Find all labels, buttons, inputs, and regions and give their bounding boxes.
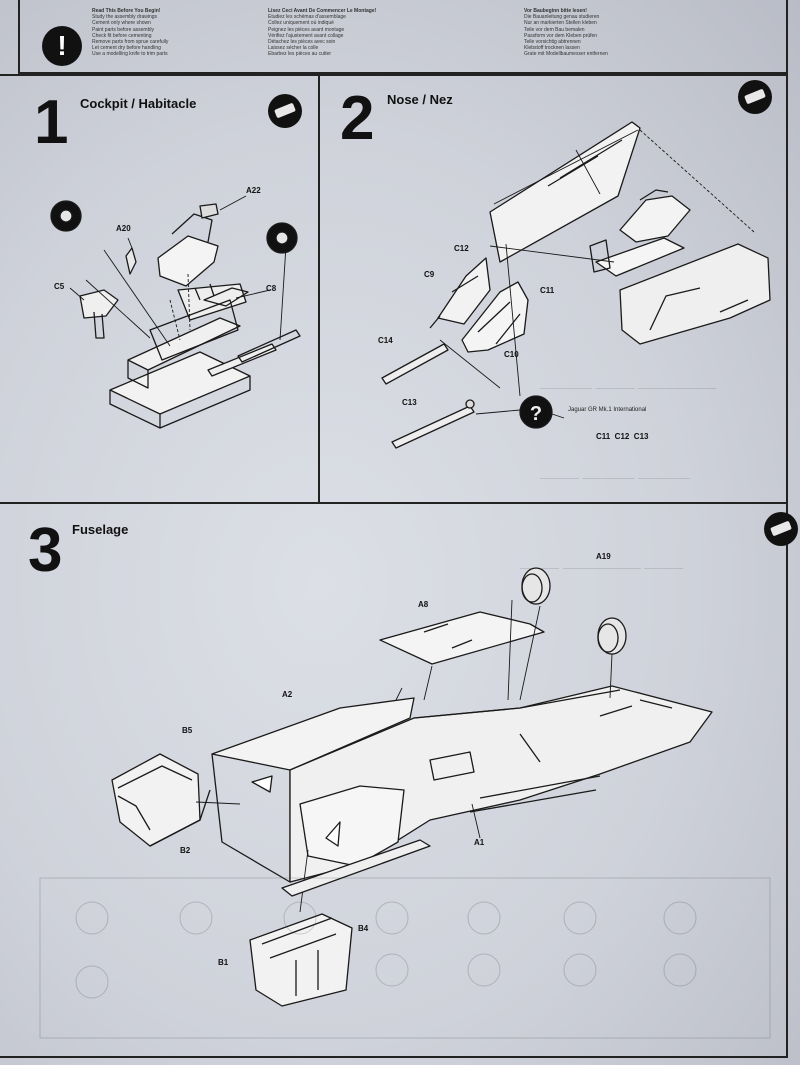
part-label: A22 bbox=[246, 186, 261, 195]
part-label: C14 bbox=[378, 336, 393, 345]
show-through-text: ——— —————— ——— bbox=[520, 560, 684, 575]
part-label: A20 bbox=[116, 224, 131, 233]
part-label: C10 bbox=[504, 350, 519, 359]
part-label: C9 bbox=[424, 270, 435, 279]
cement-tube-icon bbox=[268, 94, 302, 128]
svg-text:?: ? bbox=[530, 403, 542, 425]
part-label: B5 bbox=[182, 726, 193, 735]
step-title: Nose / Nez bbox=[387, 92, 453, 107]
notes-french: Lisez Ceci Avant De Commencer Le Montage… bbox=[268, 8, 377, 58]
part-label: A19 bbox=[596, 552, 611, 561]
show-through-text: ———— ——— —————— bbox=[540, 380, 717, 395]
step-number: 3 bbox=[28, 516, 63, 585]
part-label: C5 bbox=[54, 282, 65, 291]
step-number: 1 bbox=[34, 88, 69, 157]
part-label: C13 bbox=[402, 398, 417, 407]
step-3-panel bbox=[0, 502, 788, 1058]
part-label: A2 bbox=[282, 690, 293, 699]
step-title: Fuselage bbox=[72, 522, 129, 537]
part-label: C8 bbox=[266, 284, 277, 293]
exclamation-icon: ! bbox=[42, 26, 82, 66]
option-parts: C11 C12 C13 bbox=[596, 432, 649, 441]
part-label: A1 bbox=[474, 838, 485, 847]
cement-tube-icon bbox=[738, 80, 772, 114]
nose-assembly-drawing: ? bbox=[382, 122, 770, 448]
step-number: 2 bbox=[340, 84, 375, 153]
fuselage-drawing bbox=[112, 568, 712, 1006]
cockpit-tub-drawing bbox=[51, 196, 300, 428]
part-label: B4 bbox=[358, 924, 369, 933]
part-label: B2 bbox=[180, 846, 191, 855]
notes-german: Vor Baubeginn bitte lesen! Die Bauanleit… bbox=[524, 8, 608, 58]
option-title: Jaguar GR Mk.1 International bbox=[568, 407, 647, 413]
step-title: Cockpit / Habitacle bbox=[80, 96, 197, 111]
part-label: C11 bbox=[540, 286, 555, 295]
cement-tube-icon bbox=[764, 512, 798, 546]
show-through-decals bbox=[40, 878, 770, 1038]
part-label: B1 bbox=[218, 958, 229, 967]
notes-english: Read This Before You Begin! Study the as… bbox=[92, 8, 169, 58]
show-through-text: ——— ———— ———— bbox=[540, 470, 691, 485]
part-label: A8 bbox=[418, 600, 429, 609]
part-label: C12 bbox=[454, 244, 469, 253]
header-band bbox=[18, 0, 788, 74]
